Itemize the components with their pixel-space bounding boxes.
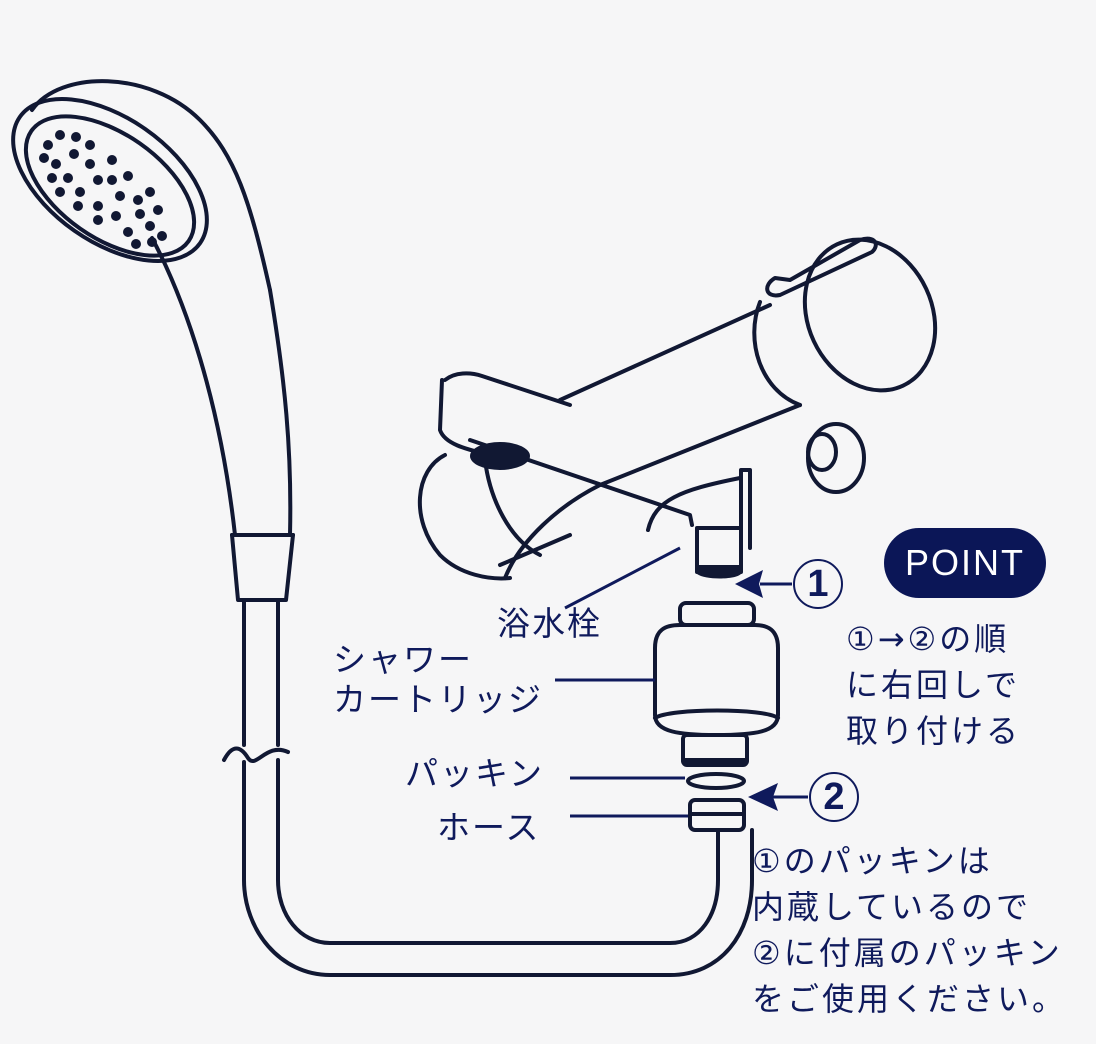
faucet-icon — [418, 236, 938, 581]
faucet-label: 浴水栓 — [497, 604, 602, 643]
note-line: ①のパッキンは — [752, 842, 993, 880]
point-line: に右回しで — [846, 666, 1021, 704]
packing-icon — [686, 772, 746, 790]
step2-arrow-icon — [748, 783, 778, 811]
hose-label: ホース — [437, 808, 541, 847]
note-line: 内蔵しているので — [752, 888, 1032, 926]
note-line: をご使用ください。 — [752, 980, 1068, 1018]
step1-arrow-icon — [735, 570, 763, 598]
point-line: ①→②の順 — [846, 620, 1010, 658]
packing-note: ①のパッキンは 内蔵しているので ②に付属のパッキン をご使用ください。 — [752, 838, 1067, 1022]
note-line: ②に付属のパッキン — [752, 934, 1063, 972]
cartridge-label-line1: シャワー — [333, 640, 473, 679]
faucet-leader-line — [564, 546, 681, 610]
packing-label: パッキン — [405, 754, 545, 793]
shower-holes — [39, 130, 167, 249]
cartridge-label-line2: カートリッジ — [333, 680, 543, 719]
cartridge-icon — [653, 601, 780, 767]
faucet-spout-end — [697, 565, 741, 579]
hose-icon — [222, 598, 754, 977]
point-instructions: ①→②の順 に右回しで 取り付ける — [846, 616, 1021, 754]
step1-badge: 1 — [793, 559, 843, 609]
step2-badge: 2 — [809, 772, 859, 822]
point-badge: POINT — [884, 528, 1046, 598]
point-line: 取り付ける — [846, 712, 1022, 750]
faucet-outlet-icon — [470, 442, 530, 470]
shower-head-icon — [11, 79, 295, 602]
